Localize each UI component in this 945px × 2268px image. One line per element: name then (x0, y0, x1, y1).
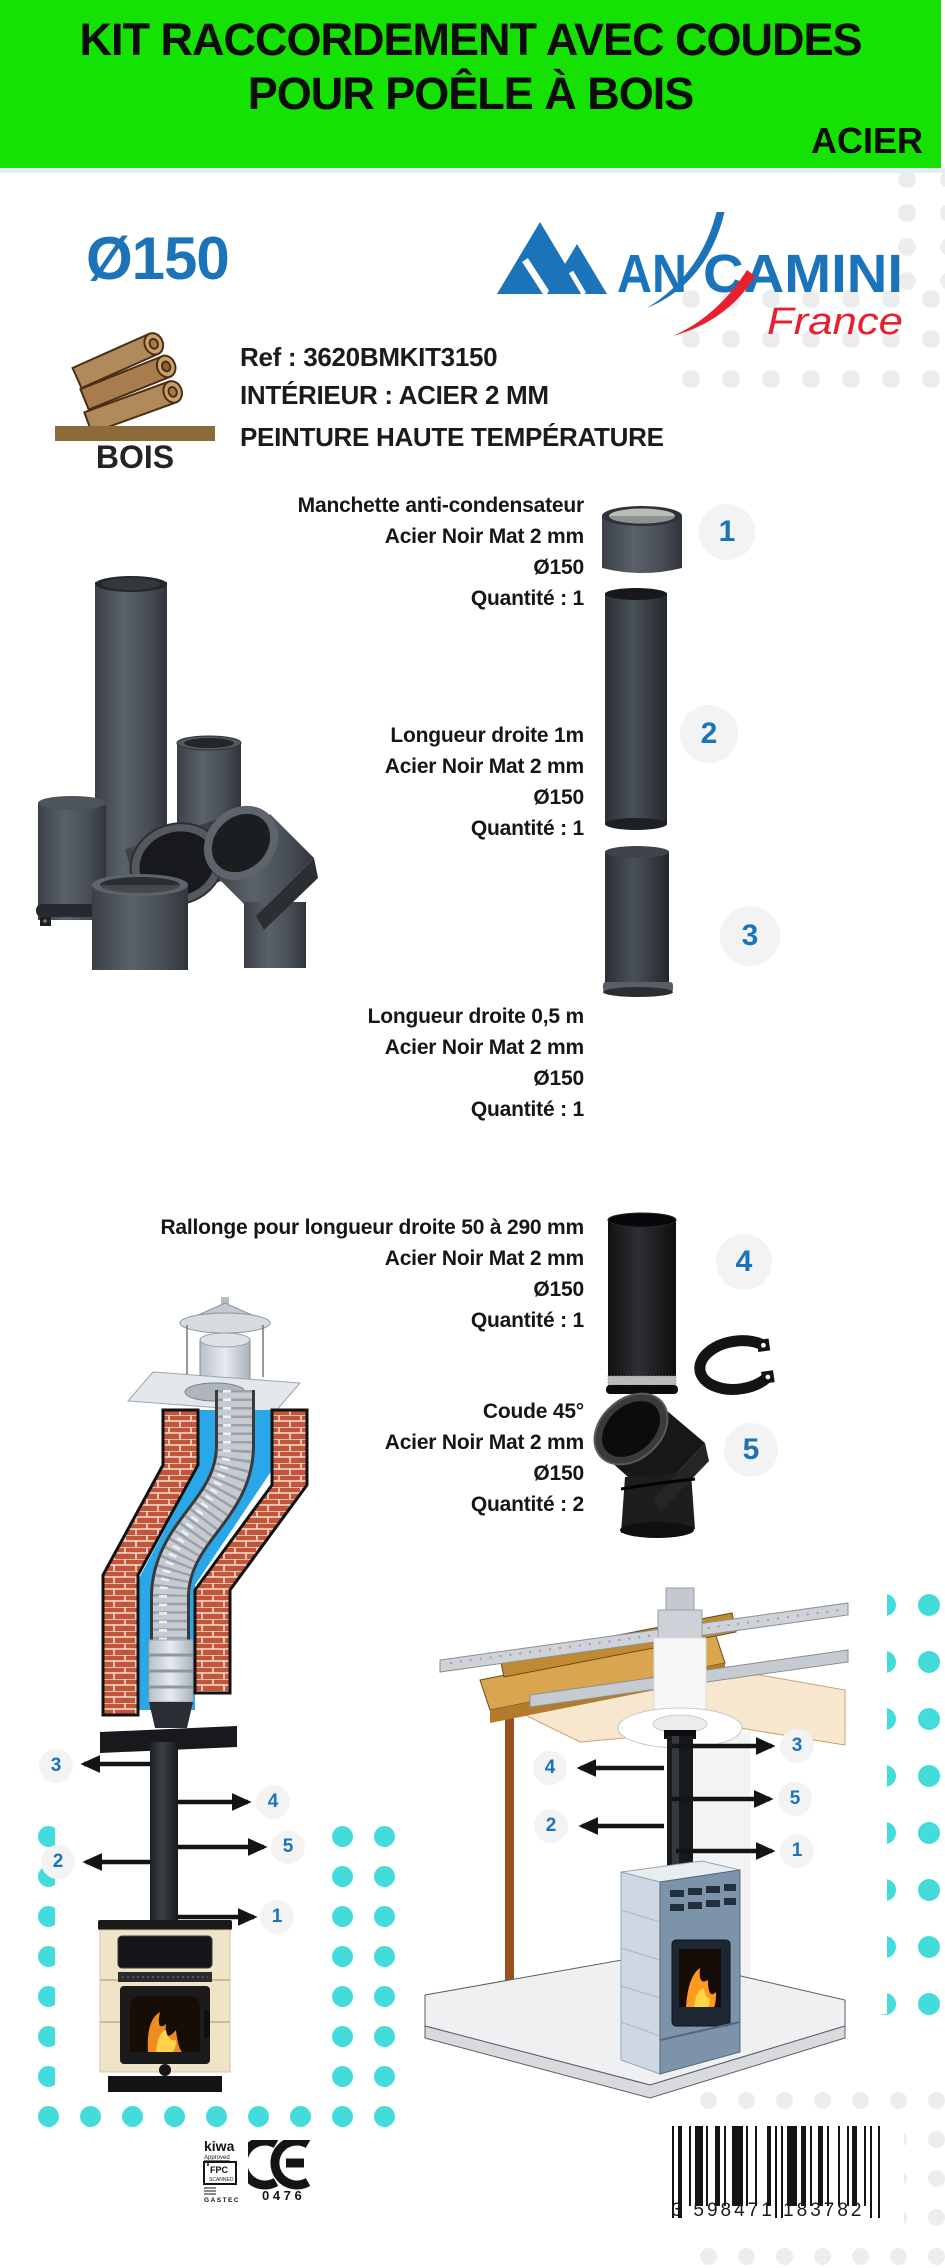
logs-icon (71, 332, 183, 435)
kiwa-logo: kiwa Approved FPC SCANNED GASTEC (203, 2138, 240, 2204)
logo-swoosh-blue (647, 212, 725, 308)
ref-paint: PEINTURE HAUTE TEMPÉRATURE (240, 422, 664, 452)
diagram-left-stove (98, 1920, 232, 2092)
callout-left-1: 1 (260, 1900, 294, 1934)
item-5-number-badge: 5 (724, 1423, 778, 1477)
callout-left-5: 5 (271, 1830, 305, 1864)
ref-interior: INTÉRIEUR : ACIER 2 MM (240, 380, 549, 410)
callout-left-4: 4 (256, 1785, 290, 1819)
bois-logo: BOIS (55, 332, 215, 470)
ce-mark: 0 4 7 6 (248, 2140, 311, 2203)
svg-text:kiwa: kiwa (204, 2138, 235, 2154)
barcode-digits: 3 598471 183782 (671, 2200, 865, 2221)
item-4-description: Rallonge pour longueur droite 50 à 290 m… (160, 1216, 584, 1332)
logo-swoosh-red (673, 270, 755, 336)
page-title-line2: POUR POÊLE À BOIS (247, 68, 695, 119)
brand-logo: AN CAMINI France (497, 212, 903, 343)
item-3-number-badge: 3 (720, 906, 780, 966)
item-2-image-pipe-1m (605, 588, 667, 830)
kit-group-photo (36, 576, 318, 970)
item-4-image-clamp (694, 1335, 775, 1395)
barcode: 3 598471 183782 (652, 2112, 904, 2242)
callout-right-4: 4 (533, 1751, 567, 1785)
item-1-image-manchette (602, 506, 682, 573)
item-1-number-badge: 1 (699, 504, 755, 560)
callout-right-3: 3 (780, 1729, 814, 1763)
diameter-label: Ø150 (86, 225, 230, 292)
callout-right-5: 5 (778, 1782, 812, 1816)
bois-bar (55, 426, 215, 441)
diagram-room-installation (424, 1587, 849, 2099)
callout-right-1: 1 (780, 1834, 814, 1868)
header-shadow (0, 168, 945, 173)
svg-text:Approved: Approved (204, 2155, 230, 2161)
svg-text:SCANNED: SCANNED (209, 2177, 234, 2183)
item-4-image-telescopic (606, 1212, 678, 1394)
cover-right-edge (845, 1584, 887, 2014)
item-2-number-badge: 2 (680, 705, 738, 763)
logo-text-an: AN (617, 244, 687, 304)
item-5-image-elbow-45 (593, 1392, 709, 1538)
diagram-left-stove-pipe (150, 1742, 178, 1932)
ref-number: Ref : 3620BMKIT3150 (240, 342, 498, 372)
item-4-number-badge: 4 (716, 1234, 772, 1290)
svg-text:GASTEC: GASTEC (204, 2197, 240, 2204)
item-3-image-pipe-05m (603, 846, 673, 997)
bois-label: BOIS (96, 439, 174, 470)
svg-text:FPC: FPC (210, 2165, 229, 2175)
page-title-line1: KIT RACCORDEMENT AVEC COUDES (79, 14, 862, 65)
svg-text:0 4 7 6: 0 4 7 6 (262, 2188, 302, 2203)
diagram-chimney-cutaway (100, 1297, 309, 1753)
header-banner: KIT RACCORDEMENT AVEC COUDES POUR POÊLE … (0, 0, 941, 168)
callout-right-2: 2 (534, 1809, 568, 1843)
material-tag: ACIER (810, 120, 923, 161)
callout-left-3: 3 (39, 1749, 73, 1783)
callout-left-2: 2 (41, 1845, 75, 1879)
logo-text-france: France (767, 301, 903, 343)
